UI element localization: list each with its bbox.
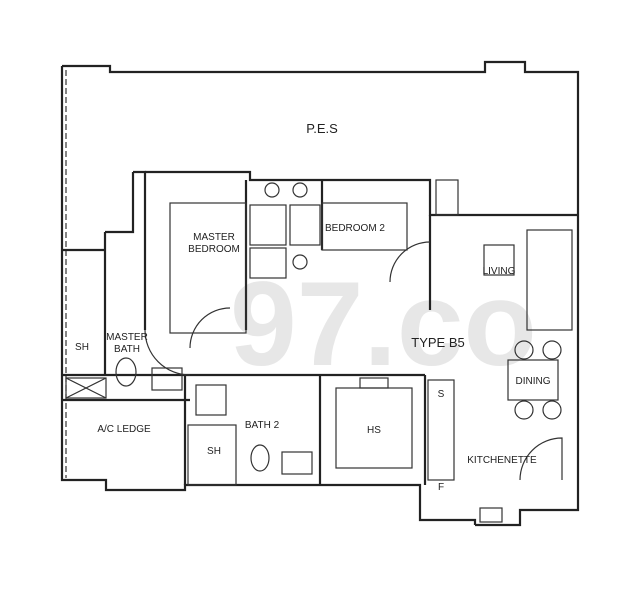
label-pes: P.E.S (306, 121, 338, 136)
label-master-bath: MASTER (106, 332, 148, 343)
label-master-bedroom: MASTER (193, 232, 235, 243)
watermark: 97.co (230, 257, 537, 391)
label-bedroom-2: BEDROOM 2 (325, 223, 385, 234)
label-sh-master: SH (75, 342, 89, 353)
label-dining: DINING (516, 376, 551, 387)
label-fridge: F (438, 482, 444, 493)
label-master-bedroom-2: BEDROOM (188, 244, 240, 255)
label-living: LIVING (483, 266, 516, 277)
outer-walls (60, 60, 580, 527)
label-bath-2: BATH 2 (245, 420, 280, 431)
label-hs: HS (367, 425, 381, 436)
fixtures (65, 179, 573, 523)
label-master-bath-2: BATH (114, 344, 140, 355)
label-sh-bath2: SH (207, 446, 221, 457)
label-sink: S (438, 389, 445, 400)
type-label: TYPE B5 (411, 335, 464, 350)
label-ac-ledge: A/C LEDGE (97, 424, 151, 435)
label-kitchenette: KITCHENETTE (467, 455, 537, 466)
room-labels: P.E.S MASTER BEDROOM BEDROOM 2 LIVING TY… (75, 121, 551, 493)
